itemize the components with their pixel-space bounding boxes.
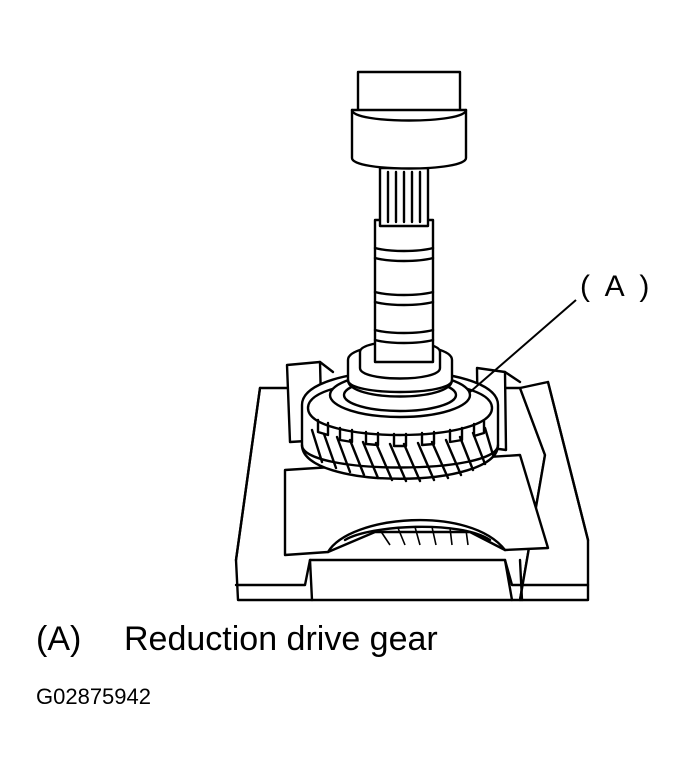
press-ram (350, 70, 468, 170)
callout-label: ( A ) (580, 270, 654, 303)
caption: (A) Reduction drive gear (36, 622, 438, 656)
press-illustration (234, 70, 590, 602)
callout-leader (469, 299, 577, 393)
shaft (373, 166, 435, 364)
figure-code: G02875942 (36, 684, 151, 709)
caption-text: Reduction drive gear (124, 620, 438, 658)
caption-key: (A) (36, 620, 82, 658)
